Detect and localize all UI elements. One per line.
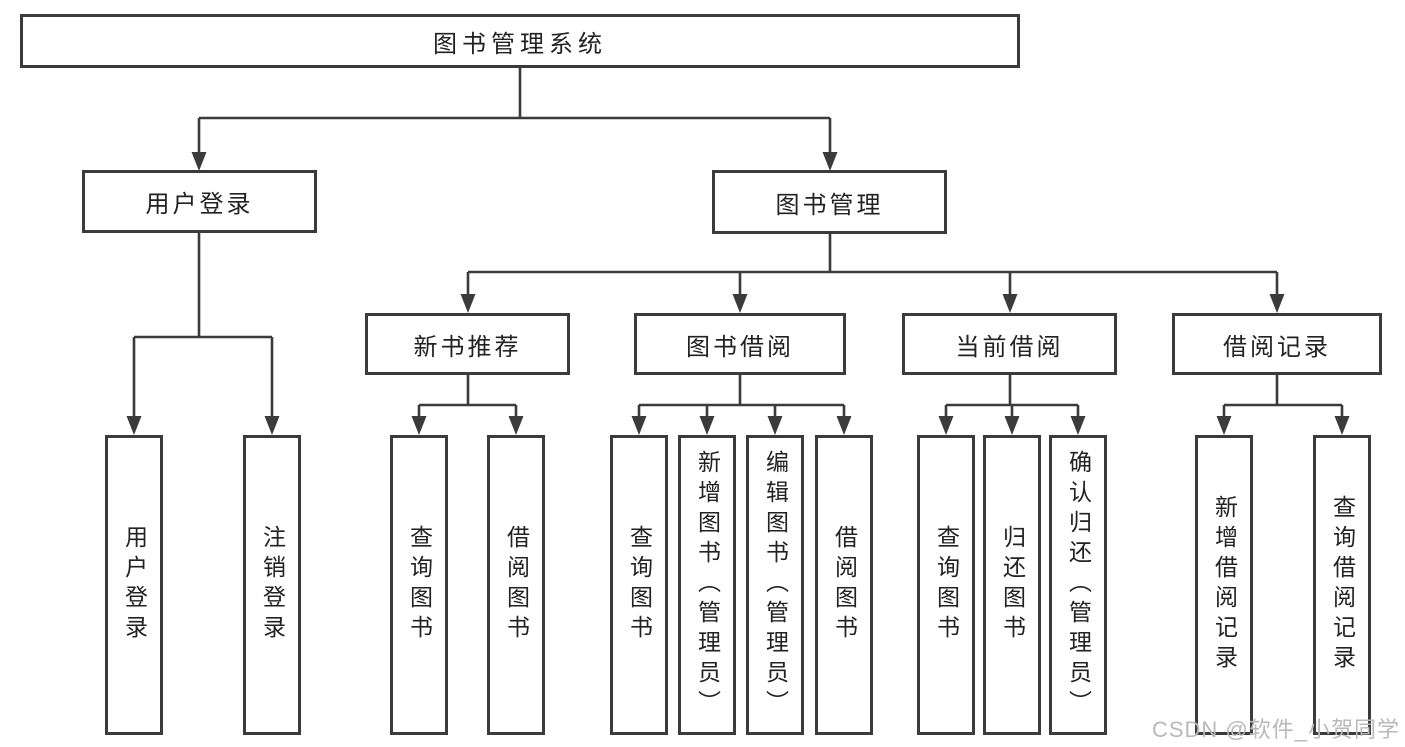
- leaf-label: 注销登录: [259, 525, 286, 645]
- leaf-return-book: 归还图书: [983, 435, 1041, 735]
- leaf-query-books-newbook: 查询图书: [390, 435, 448, 735]
- leaf-add-borrow-record: 新增借阅记录: [1195, 435, 1253, 735]
- leaf-label: 新增图书（管理员）: [694, 450, 721, 720]
- node-user-login: 用户登录: [82, 170, 317, 233]
- leaf-confirm-return-admin: 确认归还（管理员）: [1049, 435, 1107, 735]
- leaf-add-book-admin: 新增图书（管理员）: [678, 435, 736, 735]
- leaf-query-borrow-record: 查询借阅记录: [1313, 435, 1371, 735]
- node-new-book-recommend: 新书推荐: [365, 313, 570, 375]
- leaf-label: 新增借阅记录: [1211, 495, 1238, 675]
- leaf-label: 查询图书: [406, 525, 433, 645]
- leaf-user-login: 用户登录: [105, 435, 163, 735]
- node-current-borrow: 当前借阅: [902, 313, 1117, 375]
- leaf-label: 查询借阅记录: [1329, 495, 1356, 675]
- leaf-label: 归还图书: [999, 525, 1026, 645]
- arrowheads: [126, 152, 1350, 435]
- leaf-label: 查询图书: [933, 525, 960, 645]
- leaf-label: 确认归还（管理员）: [1065, 450, 1092, 720]
- node-root-library-system: 图书管理系统: [20, 14, 1020, 68]
- leaf-borrow-books-borrow: 借阅图书: [815, 435, 873, 735]
- leaf-label: 借阅图书: [831, 525, 858, 645]
- csdn-watermark: CSDN @软件_小贺同学: [1151, 717, 1400, 742]
- leaf-edit-book-admin: 编辑图书（管理员）: [746, 435, 804, 735]
- leaf-label: 借阅图书: [503, 525, 530, 645]
- leaf-label: 用户登录: [121, 525, 148, 645]
- leaf-query-books-current: 查询图书: [917, 435, 975, 735]
- leaf-label: 编辑图书（管理员）: [762, 450, 789, 720]
- leaf-query-books-borrow: 查询图书: [610, 435, 668, 735]
- node-book-management: 图书管理: [712, 170, 947, 234]
- leaf-logout: 注销登录: [243, 435, 301, 735]
- node-borrow-records: 借阅记录: [1172, 313, 1382, 375]
- node-book-borrow: 图书借阅: [634, 313, 846, 375]
- leaf-borrow-books-newbook: 借阅图书: [487, 435, 545, 735]
- leaf-label: 查询图书: [626, 525, 653, 645]
